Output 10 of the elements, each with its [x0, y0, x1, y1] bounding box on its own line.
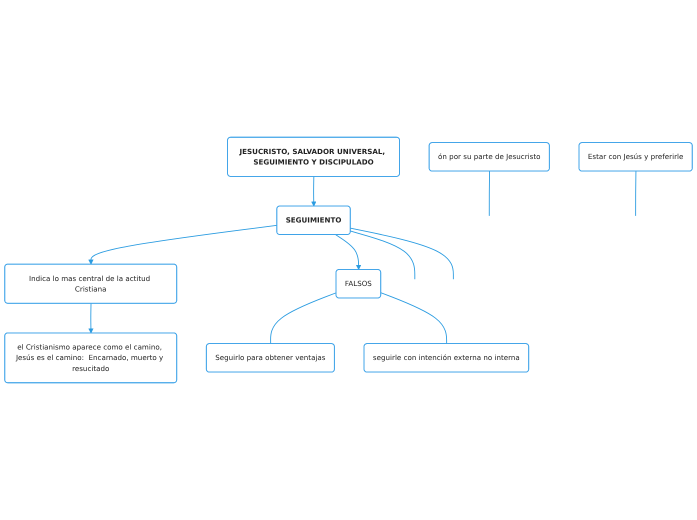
arrow: [88, 303, 94, 334]
connector-line: [350, 230, 416, 280]
arrow: [311, 176, 316, 207]
connector-line: [635, 170, 636, 216]
connector-line: [350, 228, 454, 280]
connector-line: [270, 292, 337, 344]
connector-line: [380, 292, 448, 344]
arrow: [88, 224, 278, 265]
connector-line: [488, 170, 490, 216]
arrow: [335, 234, 362, 270]
